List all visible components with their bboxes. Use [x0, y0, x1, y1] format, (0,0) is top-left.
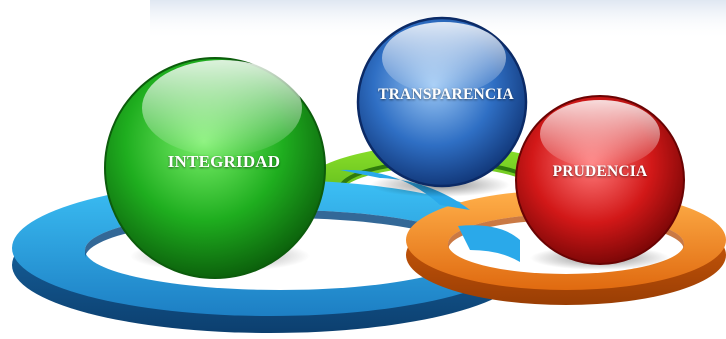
integridad-label: INTEGRIDAD [167, 152, 281, 171]
integridad-sphere [104, 57, 326, 279]
prudencia-label: PRUDENCIA [552, 163, 648, 180]
transparencia-label: TRANSPARENCIA [378, 86, 514, 103]
prudencia-sphere [515, 95, 685, 265]
transparencia-sphere [356, 16, 528, 188]
ring-link-piece [340, 169, 470, 210]
